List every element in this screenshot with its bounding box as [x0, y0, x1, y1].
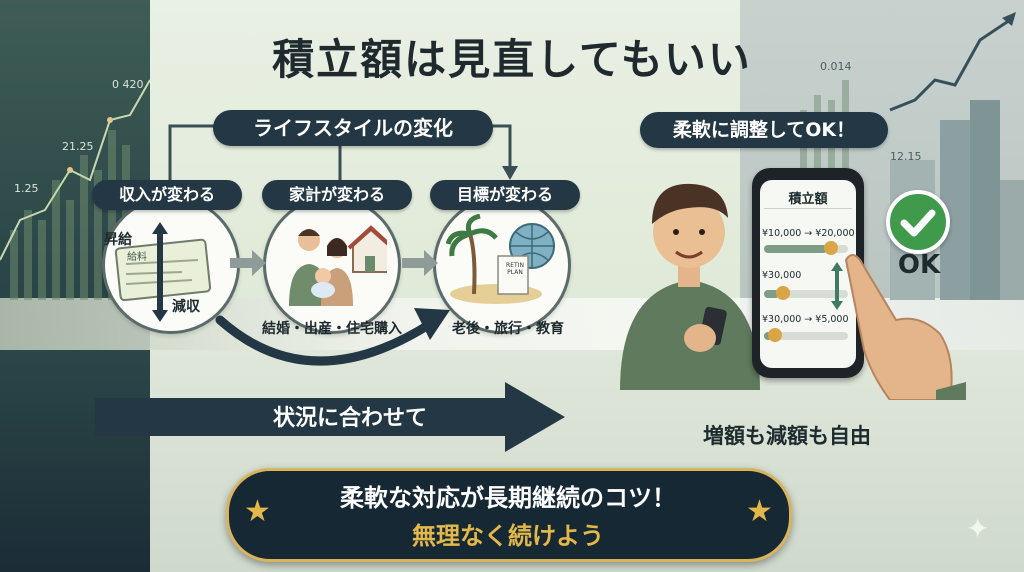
curved-arrow-icon	[215, 308, 450, 366]
arrow-right-icon	[402, 250, 438, 276]
phone-row-text: ¥30,000	[762, 270, 802, 281]
lifestyle-change-label: ライフスタイルの変化	[213, 110, 493, 146]
retirement-plan-text: RETIN PLAN	[506, 262, 524, 276]
increase-decrease-text: 増額も減額も自由	[703, 424, 871, 448]
phone-slider-track[interactable]	[764, 290, 848, 298]
income-drop-text: 減収	[172, 299, 200, 315]
banner-line2: 無理なく続けよう	[412, 522, 604, 550]
chart-number-right-mid: 12.15	[890, 150, 922, 163]
slider-handle[interactable]	[768, 328, 782, 342]
goal-change-label: 目標が変わる	[430, 180, 580, 210]
phone-row-text: ¥30,000 → ¥5,000	[762, 314, 849, 325]
phone-slider-fill	[764, 245, 827, 253]
chart-number-low: 1.25	[14, 182, 39, 195]
phone-header: 積立額	[788, 192, 828, 207]
sparkle-icon: ✦	[966, 512, 990, 545]
flexible-adjust-label: 柔軟に調整してOK！	[640, 112, 888, 148]
man-illustration	[620, 183, 760, 390]
star-icon: ★	[746, 494, 773, 529]
pay-slip-illustration	[114, 222, 212, 322]
household-change-label: 家計が変わる	[262, 180, 412, 210]
background-bottom-left	[0, 350, 150, 572]
phone-slider-track[interactable]	[764, 245, 848, 253]
check-icon	[886, 190, 950, 254]
goal-caption: 老後・旅行・教育	[452, 321, 564, 337]
chart-number-top: 0 420	[112, 78, 144, 91]
situation-arrow-text: 状況に合わせて	[272, 406, 427, 431]
pay-slip-text: 給料	[127, 252, 147, 263]
phone-slider-fill	[764, 290, 780, 298]
family-illustration	[289, 225, 387, 306]
ok-text: OK	[897, 250, 941, 280]
goal-illustration	[446, 214, 555, 304]
raise-text: 昇給	[104, 232, 132, 248]
up-down-arrow-icon	[831, 262, 843, 310]
left-stock-chart: 0 420 21.25 1.25	[0, 78, 150, 300]
bottom-banner	[226, 468, 792, 562]
pointing-hand-illustration	[844, 254, 966, 400]
household-caption: 結婚・出産・住宅購入	[262, 321, 402, 337]
right-city-chart: 0.014 12.15	[800, 12, 1024, 300]
chart-number-mid: 21.25	[62, 140, 94, 153]
phone-row-text: ¥10,000 → ¥20,000	[762, 228, 855, 239]
slider-handle[interactable]	[776, 286, 790, 300]
star-icon: ★	[244, 494, 271, 529]
arrow-right-icon	[230, 250, 266, 276]
banner-line1: 柔軟な対応が長期継続のコツ！	[340, 484, 676, 512]
page-title: 積立額は見直してもいい	[272, 35, 752, 84]
phone-divider	[764, 208, 852, 209]
chart-number-right-top: 0.014	[820, 60, 852, 73]
income-change-label: 収入が変わる	[92, 180, 242, 210]
situation-arrow	[95, 382, 565, 452]
slider-handle[interactable]	[824, 241, 838, 255]
